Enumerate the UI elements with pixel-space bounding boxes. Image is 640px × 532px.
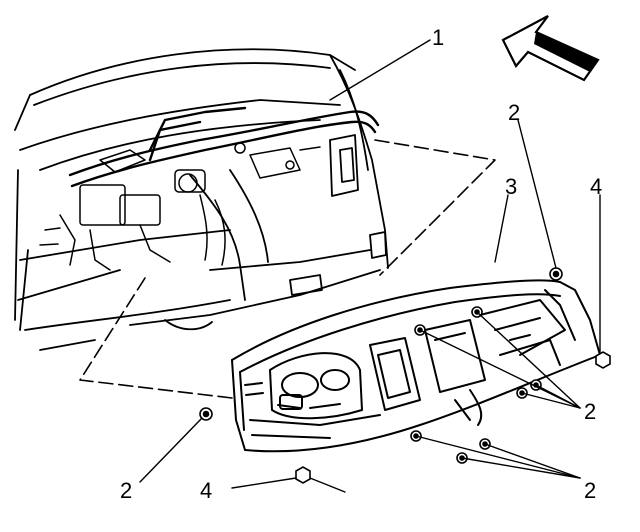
dash-internal-components [39,142,321,271]
callout-labels: 1 2 3 4 2 2 2 4 [120,25,602,503]
callout-3: 3 [505,174,517,199]
bolt-bottom-1 [410,430,422,442]
bolt-right-2 [516,387,528,399]
bolt-top-right [549,267,563,281]
callout-4-top-right: 4 [590,174,602,199]
instrument-panel-assembly [231,279,601,453]
callout-2-bottom-left: 2 [120,478,132,503]
callout-2-mid-right: 2 [584,399,596,424]
removal-guide-lines [79,139,496,399]
callout-4-bottom: 4 [200,478,212,503]
vehicle-body-outline [14,48,389,351]
leader-lines [139,39,601,493]
forward-arrow-icon [501,15,600,82]
callout-2-top-right: 2 [508,100,520,125]
bolt-left [199,407,213,421]
cross-car-beam [68,106,380,188]
callout-1: 1 [432,25,444,50]
nut-bottom [295,466,311,484]
callout-2-bottom-right: 2 [584,478,596,503]
nut-top-right [595,351,611,369]
